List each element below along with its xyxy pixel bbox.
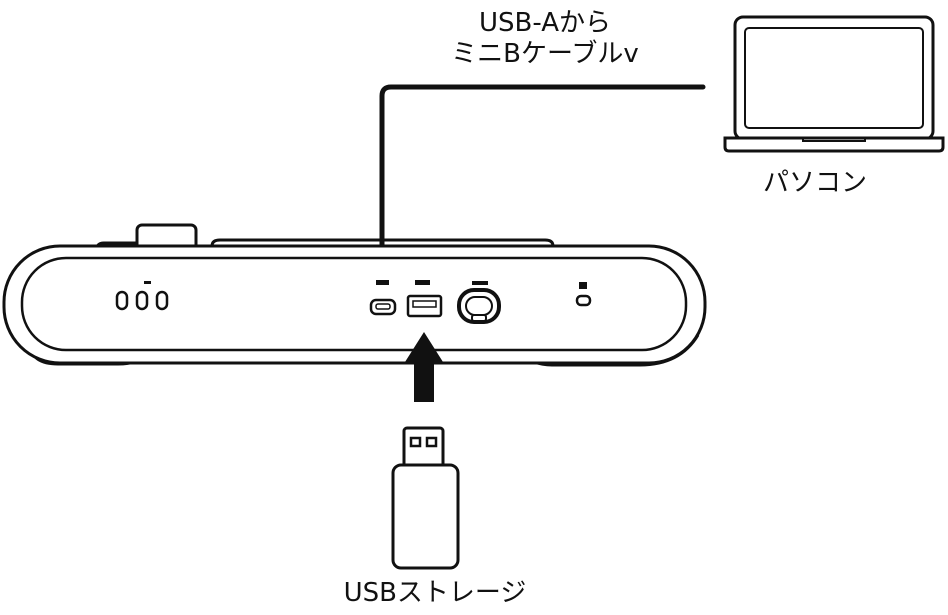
device-front-panel	[20, 256, 688, 352]
insert-arrow-icon	[405, 332, 443, 402]
indicator-leds	[115, 281, 169, 311]
usb-a-port	[406, 280, 443, 318]
usb-storage-icon	[391, 426, 460, 570]
laptop-icon	[723, 15, 945, 153]
usb-mini-b-port	[369, 280, 397, 316]
computer-label: パソコン	[762, 168, 867, 198]
top-ridge-right	[210, 238, 555, 247]
cable-label: USB-Aから ミニBケーブルv	[430, 8, 660, 70]
usb-storage-label: USBストレージ	[343, 578, 527, 608]
wifi-button	[457, 281, 501, 324]
cable-label-line2: ミニBケーブルv	[451, 39, 639, 69]
cable-label-line1: USB-Aから	[479, 8, 611, 38]
lock-slot-icon	[575, 282, 592, 307]
usb-cable	[379, 84, 706, 258]
